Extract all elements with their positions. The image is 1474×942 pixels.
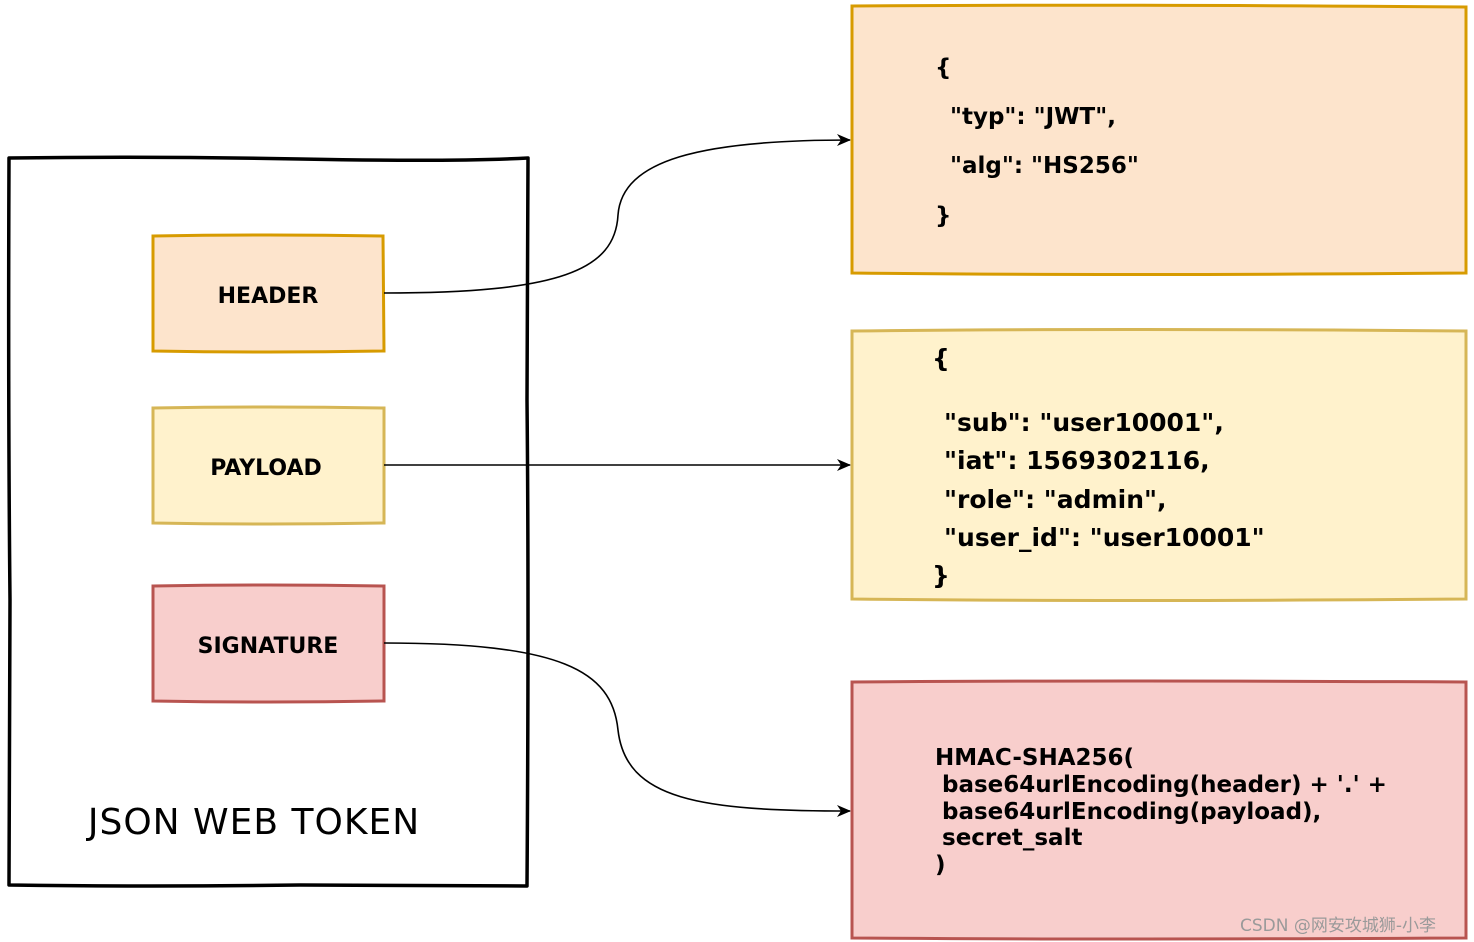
signature-detail-box: [850, 679, 1468, 941]
payload-json-user-id: "user_id": "user10001": [944, 523, 1265, 552]
signature-formula-line5: ): [935, 852, 946, 878]
signature-formula-line2: base64urlEncoding(header) + '.' +: [942, 772, 1387, 798]
payload-json-iat: "iat": 1569302116,: [944, 446, 1210, 475]
signature-connector-arrow: [383, 642, 851, 817]
payload-json-close: }: [932, 561, 950, 590]
header-json-typ: "typ": "JWT",: [950, 104, 1116, 130]
header-part-label: HEADER: [218, 284, 319, 309]
signature-part-label: SIGNATURE: [198, 634, 339, 659]
payload-part-label: PAYLOAD: [210, 456, 322, 481]
payload-json-sub: "sub": "user10001",: [944, 408, 1224, 437]
payload-json-role: "role": "admin",: [944, 485, 1167, 514]
signature-part-box: [151, 583, 386, 704]
signature-formula-line4: secret_salt: [942, 825, 1082, 851]
header-json-alg: "alg": "HS256": [950, 153, 1139, 179]
payload-detail-box: [850, 328, 1468, 602]
token-title: JSON WEB TOKEN: [86, 802, 420, 843]
header-detail-box: [850, 3, 1468, 276]
signature-formula-line1: HMAC-SHA256(: [935, 745, 1134, 771]
csdn-watermark: CSDN @网安攻城狮-小李: [1240, 916, 1437, 936]
header-json-open: {: [935, 55, 951, 81]
payload-json-open: {: [932, 344, 950, 373]
header-connector-arrow: [383, 134, 851, 294]
header-part-box: [151, 233, 386, 354]
signature-formula-line3: base64urlEncoding(payload),: [942, 799, 1321, 825]
header-json-close: }: [935, 203, 951, 229]
payload-part-box: [151, 405, 386, 526]
